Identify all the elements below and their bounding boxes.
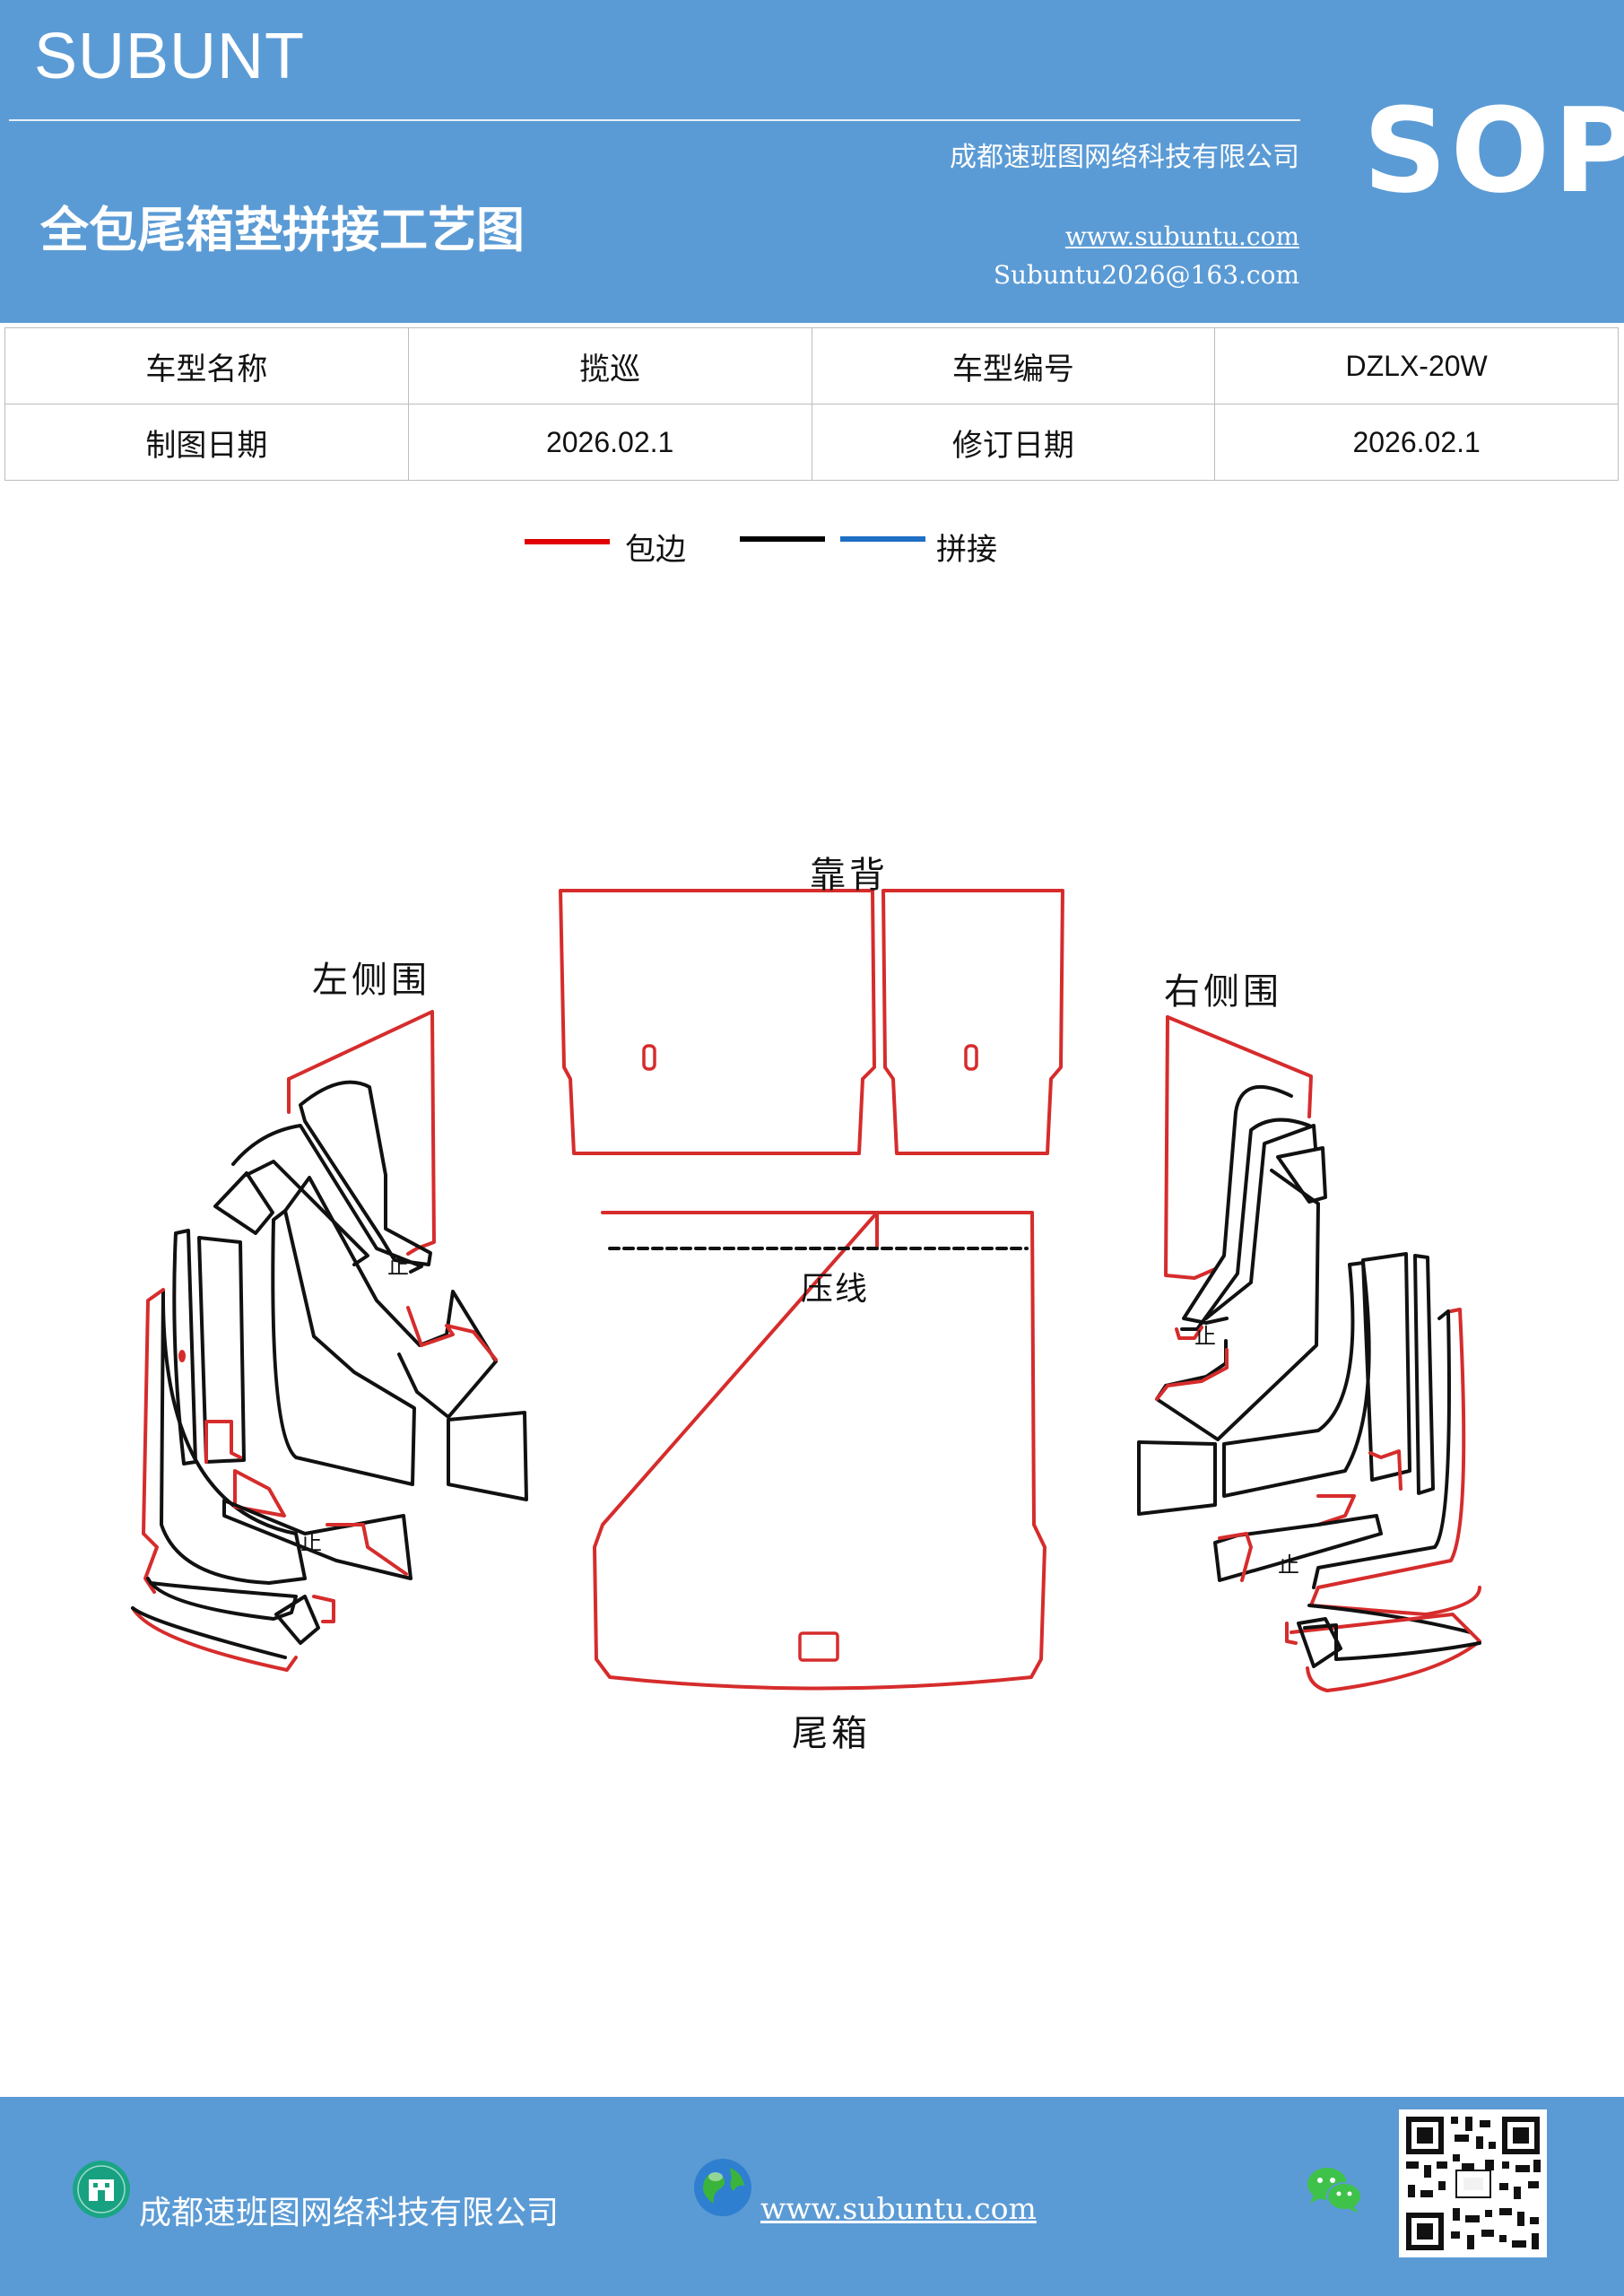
drawing-date-label: 制图日期 bbox=[4, 404, 409, 481]
legend-seam-swatch bbox=[840, 536, 925, 542]
right-side-panels bbox=[1137, 1015, 1481, 1692]
model-code-label: 车型编号 bbox=[811, 327, 1216, 404]
legend-edging-swatch bbox=[525, 539, 610, 544]
qr-code-icon bbox=[1399, 2109, 1547, 2257]
stop-mark: 止 bbox=[1194, 1324, 1216, 1349]
building-icon bbox=[73, 2161, 130, 2218]
left-side-panels bbox=[131, 1010, 528, 1672]
backrest-label: 靠背 bbox=[810, 855, 889, 896]
header-divider bbox=[9, 119, 1300, 121]
company-name: 成都速班图网络科技有限公司 bbox=[950, 142, 1299, 173]
drawing-date-value: 2026.02.1 bbox=[407, 404, 812, 481]
revision-date-label: 修订日期 bbox=[811, 404, 1216, 481]
sop-badge: SOP bbox=[1363, 83, 1624, 219]
page-header bbox=[0, 0, 1624, 323]
legend-seam-label: 拼接 bbox=[936, 532, 997, 568]
trunk-floor-panel bbox=[593, 1211, 1046, 1691]
info-table: 车型名称 揽巡 车型编号 DZLX-20W 制图日期 2026.02.1 修订日… bbox=[4, 327, 1619, 481]
legend-edging-label: 包边 bbox=[625, 532, 686, 568]
legend-black-swatch bbox=[740, 536, 825, 542]
model-name-value: 揽巡 bbox=[407, 327, 812, 404]
globe-icon bbox=[694, 2159, 751, 2216]
left-side-label: 左侧围 bbox=[312, 960, 430, 1001]
wechat-icon bbox=[1307, 2168, 1362, 2213]
footer-company-name: 成都速班图网络科技有限公司 bbox=[139, 2195, 560, 2231]
stop-mark: 止 bbox=[1278, 1552, 1299, 1578]
press-line-label: 压线 bbox=[801, 1271, 870, 1308]
backrest-left-panel bbox=[559, 889, 876, 1155]
website-link[interactable]: www.subuntu.com bbox=[1064, 222, 1299, 251]
footer-website-link[interactable]: www.subuntu.com bbox=[760, 2191, 1037, 2226]
email-address: Subuntu2026@163.com bbox=[993, 260, 1299, 290]
stop-mark: 止 bbox=[387, 1254, 409, 1279]
trunk-label: 尾箱 bbox=[792, 1713, 871, 1754]
stop-mark: 止 bbox=[300, 1530, 322, 1555]
model-name-label: 车型名称 bbox=[4, 327, 409, 404]
page-title: 全包尾箱垫拼接工艺图 bbox=[40, 202, 525, 258]
splicing-diagram bbox=[131, 889, 1481, 1692]
revision-date-value: 2026.02.1 bbox=[1214, 404, 1619, 481]
brand-name: SUBUNT bbox=[34, 21, 306, 92]
table-row: 车型名称 揽巡 车型编号 DZLX-20W bbox=[4, 327, 1619, 404]
right-side-label: 右侧围 bbox=[1164, 971, 1282, 1013]
backrest-right-panel bbox=[881, 889, 1064, 1155]
model-code-value: DZLX-20W bbox=[1214, 327, 1619, 404]
table-row: 制图日期 2026.02.1 修订日期 2026.02.1 bbox=[4, 404, 1619, 481]
